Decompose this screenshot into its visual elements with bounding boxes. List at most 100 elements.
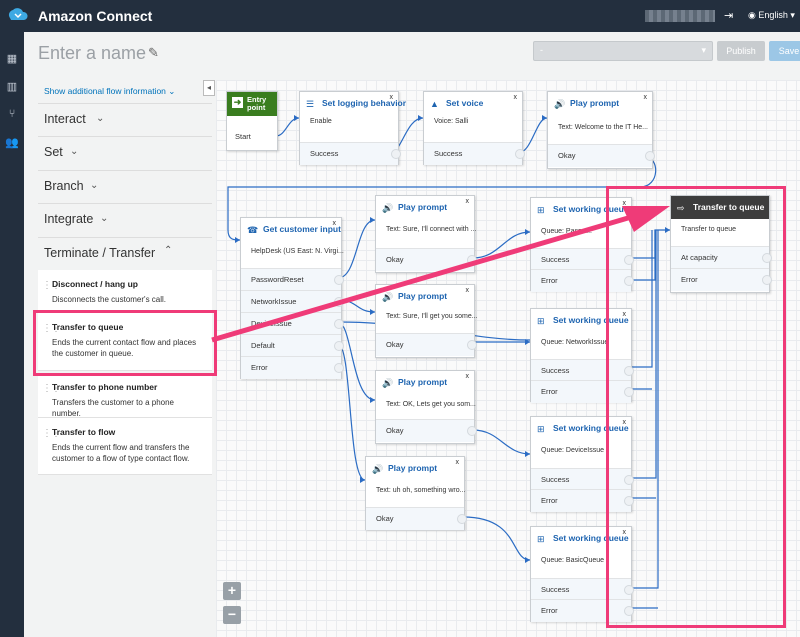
connector-dot[interactable] [334, 297, 344, 307]
connector-dot[interactable] [334, 341, 344, 351]
zoom-out-button[interactable]: − [223, 606, 241, 624]
close-icon[interactable]: x [389, 94, 394, 101]
connector-dot[interactable] [645, 151, 655, 161]
connector-dot[interactable] [762, 275, 772, 285]
connector-dot[interactable] [624, 387, 634, 397]
set-voice-node[interactable]: ▲ Set voice x Voice: Salli Success [423, 91, 525, 165]
connector-dot[interactable] [762, 253, 772, 263]
output-okay[interactable]: Okay [366, 507, 467, 530]
connector-dot[interactable] [334, 319, 344, 329]
set-logging-node[interactable]: ☰ Set logging behavior x Enable Success [299, 91, 406, 165]
block-disconnect[interactable]: ⋮⋮ Disconnect / hang up Disconnects the … [38, 270, 212, 313]
users-icon[interactable]: 👥 [5, 137, 19, 149]
highlight-box-canvas [606, 186, 786, 628]
drag-handle-icon[interactable]: ⋮⋮ [42, 280, 61, 291]
language-label: English [758, 10, 788, 20]
category-interact[interactable]: Interact ⌄ [38, 103, 212, 136]
routing-icon[interactable]: ⑂ [8, 108, 16, 120]
output-label: Success [541, 255, 570, 264]
drag-handle-icon[interactable]: ⋮⋮ [42, 383, 61, 394]
pencil-icon[interactable]: ✎ [148, 45, 159, 60]
connector-dot[interactable] [624, 496, 634, 506]
set-working-queue-node[interactable]: ⊞ Set working queue x Queue: DeviceIssue… [530, 416, 634, 512]
output-label: Success [541, 585, 570, 594]
close-icon[interactable]: x [465, 198, 470, 205]
sign-out-icon[interactable]: ⇥ [724, 10, 734, 22]
output-success[interactable]: Success [424, 142, 525, 165]
connector-dot[interactable] [624, 606, 634, 616]
drag-handle-icon[interactable]: ⋮⋮ [42, 323, 61, 334]
category-set[interactable]: Set ⌄ [38, 136, 212, 169]
close-icon[interactable]: x [465, 373, 470, 380]
node-detail: Text: Sure, I'll get you some... [386, 313, 478, 320]
language-selector[interactable]: ◉ English ▾ [748, 10, 795, 20]
connector-dot[interactable] [467, 255, 477, 265]
node-detail: Text: Welcome to the IT He... [558, 124, 648, 131]
close-icon[interactable]: x [622, 200, 627, 207]
chevron-down-icon: ▾ [701, 45, 706, 55]
publish-button[interactable]: Publish [717, 41, 765, 61]
play-prompt-node[interactable]: 🔊 Play prompt x Text: Sure, I'll get you… [375, 284, 478, 358]
collapse-sidebar-button[interactable]: ◂ [203, 80, 215, 96]
show-flow-info-link[interactable]: Show additional flow information ⌄ [44, 86, 176, 96]
play-prompt-node[interactable]: 🔊 Play prompt x Text: uh oh, something w… [365, 456, 467, 530]
output-option[interactable]: DeviceIssue [241, 312, 344, 335]
category-label: Branch [44, 179, 84, 193]
close-icon[interactable]: x [622, 419, 627, 426]
connector-dot[interactable] [457, 514, 467, 524]
output-option[interactable]: Default [241, 334, 344, 357]
close-icon[interactable]: x [513, 94, 518, 101]
output-option[interactable]: PasswordReset [241, 268, 344, 291]
output-okay[interactable]: Okay [548, 144, 655, 167]
output-option[interactable]: NetworkIssue [241, 290, 344, 313]
play-prompt-welcome-node[interactable]: 🔊 Play prompt x Text: Welcome to the IT … [547, 91, 655, 169]
output-at-capacity[interactable]: At capacity [671, 246, 772, 269]
connector-dot[interactable] [334, 275, 344, 285]
transfer-to-queue-node[interactable]: ⇨ Transfer to queue Transfer to queue At… [670, 195, 772, 293]
category-label: Interact [44, 112, 86, 126]
node-title: Set working queue [553, 423, 629, 433]
play-prompt-node[interactable]: 🔊 Play prompt x Text: Sure, I'll connect… [375, 195, 477, 273]
output-label: Success [434, 149, 463, 158]
get-customer-input-node[interactable]: ☎ Get customer input x HelpDesk (US East… [240, 217, 344, 379]
category-terminate-transfer[interactable]: Terminate / Transfer ⌃ [38, 237, 212, 270]
connector-dot[interactable] [334, 363, 344, 373]
connector-dot[interactable] [515, 149, 525, 159]
block-transfer-to-queue[interactable]: ⋮⋮ Transfer to queue Ends the current co… [38, 313, 212, 371]
connector-dot[interactable] [467, 340, 477, 350]
entry-point-node[interactable]: ➜ Entry point Start [226, 91, 278, 151]
zoom-in-button[interactable]: + [223, 582, 241, 600]
output-success[interactable]: Success [300, 142, 401, 165]
play-prompt-node[interactable]: 🔊 Play prompt x Text: OK, Lets get you s… [375, 370, 477, 444]
connector-dot[interactable] [391, 149, 401, 159]
output-okay[interactable]: Okay [376, 333, 477, 356]
node-detail: Enable [310, 118, 332, 125]
output-option[interactable]: Error [241, 356, 344, 379]
connector-dot[interactable] [467, 426, 477, 436]
drag-handle-icon[interactable]: ⋮⋮ [42, 428, 61, 439]
connector-dot[interactable] [624, 475, 634, 485]
block-transfer-to-flow[interactable]: ⋮⋮ Transfer to flow Ends the current flo… [38, 418, 212, 475]
connector-dot[interactable] [624, 585, 634, 595]
close-icon[interactable]: x [332, 220, 337, 227]
connector-dot[interactable] [624, 366, 634, 376]
output-okay[interactable]: Okay [376, 248, 477, 271]
dashboard-icon[interactable]: ▦ [6, 53, 18, 65]
category-integrate[interactable]: Integrate ⌄ [38, 203, 212, 236]
save-button[interactable]: Save [769, 41, 800, 61]
block-transfer-to-phone[interactable]: ⋮⋮ Transfer to phone number Transfers th… [38, 373, 212, 418]
output-error[interactable]: Error [671, 268, 772, 291]
version-select[interactable]: - ▾ [533, 41, 713, 61]
close-icon[interactable]: x [455, 459, 460, 466]
metrics-icon[interactable]: ▥ [6, 81, 18, 93]
output-label: At capacity [681, 253, 718, 262]
flow-name-input[interactable]: Enter a name [38, 43, 147, 63]
close-icon[interactable]: x [622, 529, 627, 536]
close-icon[interactable]: x [465, 287, 470, 294]
output-okay[interactable]: Okay [376, 419, 477, 442]
chevron-up-icon: ⌃ [164, 245, 173, 256]
category-branch[interactable]: Branch ⌄ [38, 170, 212, 203]
node-title: Play prompt [388, 463, 438, 473]
close-icon[interactable]: x [643, 94, 648, 101]
output-label: Okay [558, 151, 576, 160]
